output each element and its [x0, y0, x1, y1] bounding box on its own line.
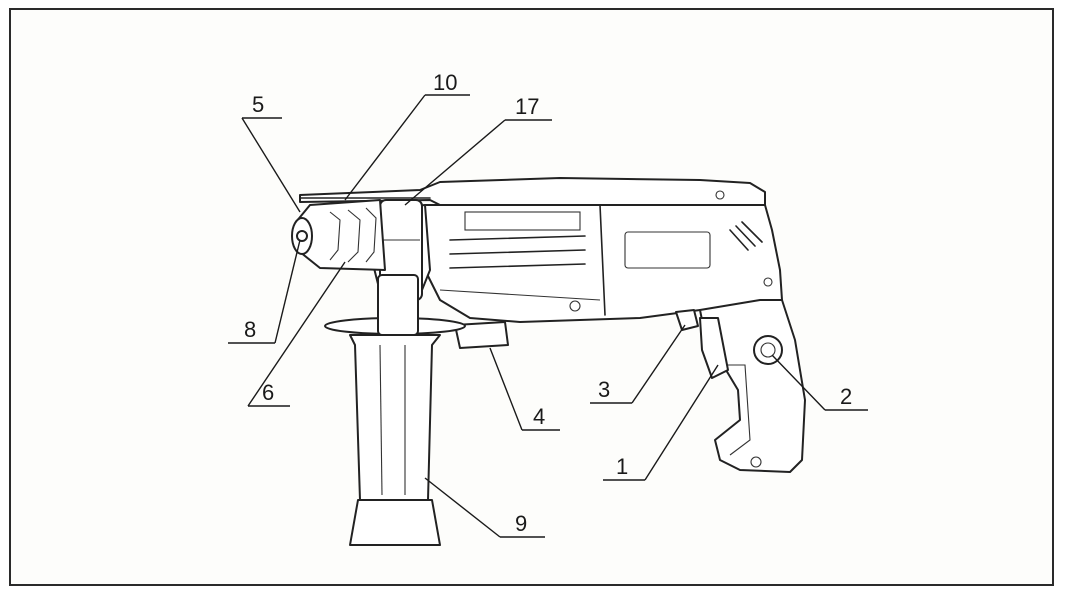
callout-9: 9 — [515, 511, 527, 536]
callout-1: 1 — [616, 454, 628, 479]
callout-17: 17 — [515, 94, 539, 119]
callout-6: 6 — [262, 380, 274, 405]
callout-10: 10 — [433, 70, 457, 95]
callout-leaders — [228, 94, 868, 538]
callout-5: 5 — [252, 92, 264, 117]
callout-2: 2 — [840, 384, 852, 409]
hammer-drill-illustration — [291, 177, 806, 546]
callout-labels: 10 17 5 8 6 4 3 2 1 9 — [244, 70, 852, 536]
callout-4: 4 — [533, 404, 545, 429]
callout-8: 8 — [244, 317, 256, 342]
callout-3: 3 — [598, 377, 610, 402]
